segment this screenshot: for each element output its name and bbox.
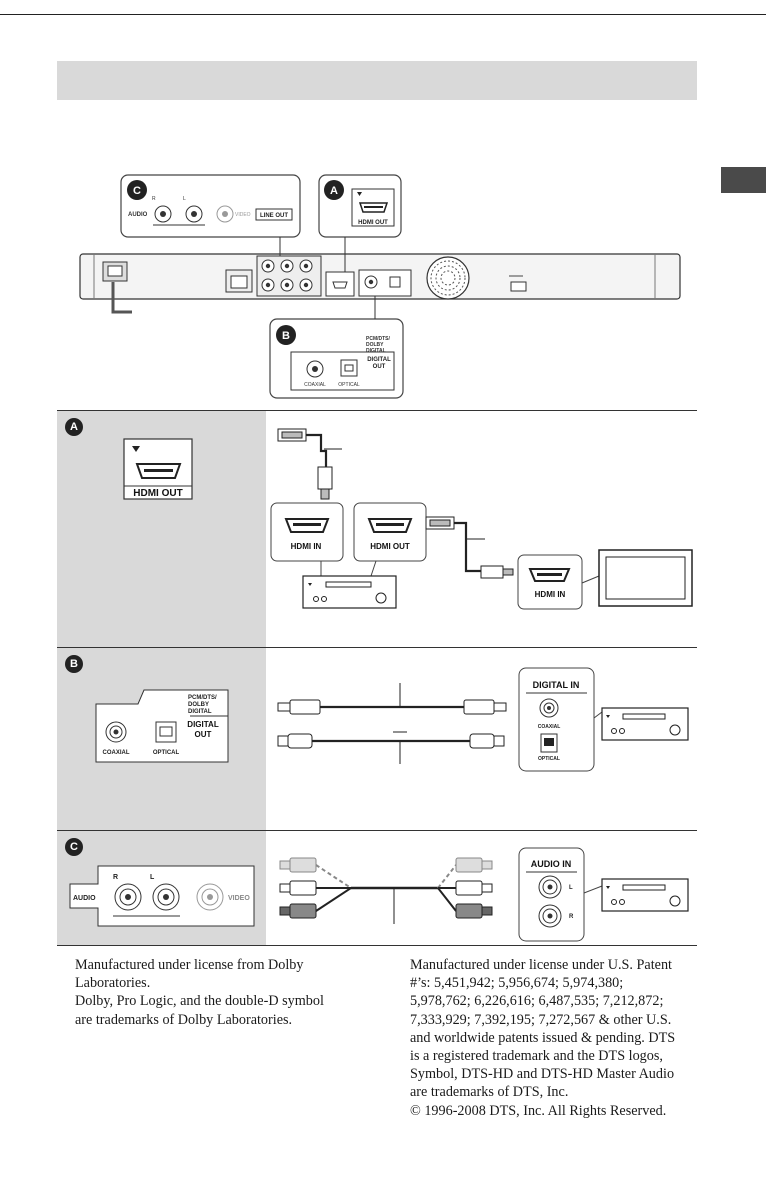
section-b-optical: OPTICAL	[153, 750, 180, 756]
av-receiver-b	[601, 707, 689, 741]
callout-b-out: OUT	[373, 364, 386, 370]
callout-c-r: R	[152, 196, 156, 202]
callout-b-optical: OPTICAL	[338, 382, 360, 388]
section-b-coaxial: COAXIAL	[103, 750, 130, 756]
callout-hdmi-out: A HDMI OUT	[318, 174, 402, 272]
dts-line: and worldwide patents issued & pending. …	[410, 1029, 676, 1046]
hdmi-cable-player-receiver	[277, 428, 342, 500]
dts-line: 5,978,762; 6,226,616; 6,487,535; 7,212,8…	[410, 993, 664, 1010]
section-b-rule	[57, 647, 697, 648]
dts-line: © 1996-2008 DTS, Inc. All Rights Reserve…	[410, 1102, 667, 1119]
audio-cable-left-plugs	[279, 857, 317, 919]
callout-c-video: VIDEO	[235, 212, 251, 218]
section-b-digital: DIGITAL	[187, 720, 219, 729]
av-receiver-c	[601, 878, 689, 912]
section-c-bottom-rule	[57, 945, 697, 946]
digital-in-label: DIGITAL IN	[533, 680, 580, 690]
audio-in-l: L	[569, 885, 573, 891]
header-bar	[57, 61, 697, 100]
callout-a-hdmi-out: HDMI OUT	[358, 220, 388, 226]
audio-in-panel: AUDIO IN L R	[518, 847, 585, 942]
dolby-line: Laboratories.	[75, 975, 151, 992]
audio-in-r: R	[569, 914, 574, 920]
tv-hdmi-in-label: HDMI IN	[535, 590, 566, 599]
callout-c-line-out: LINE OUT	[260, 213, 288, 219]
dts-line: Manufactured under license under U.S. Pa…	[410, 957, 672, 973]
receiver-hdmi-out-box: HDMI OUT	[353, 502, 427, 562]
dts-line: Symbol, DTS-HD and DTS-HD Master Audio	[410, 1066, 675, 1083]
dolby-line: are trademarks of Dolby Laboratories.	[75, 1011, 293, 1028]
section-b-out: OUT	[195, 730, 212, 739]
tv-hdmi-in-box: HDMI IN	[517, 554, 583, 610]
section-a-hdmi-out-panel: HDMI OUT	[123, 438, 193, 500]
digital-in-coaxial: COAXIAL	[538, 724, 561, 730]
dts-line: is a registered trademark and the DTS lo…	[410, 1048, 663, 1065]
callout-b-format-2: DOLBY	[366, 342, 384, 348]
section-c-line-out-panel: AUDIO R L VIDEO	[69, 865, 255, 927]
dts-notice: Manufactured under license under U.S. Pa…	[410, 956, 675, 1120]
dolby-notice: Manufactured under license from Dolby La…	[75, 956, 324, 1029]
section-c-letter: C	[65, 838, 83, 856]
callout-c-letter: C	[133, 185, 141, 197]
section-c-rule	[57, 830, 697, 831]
section-a-rule	[57, 410, 697, 411]
dts-line: 7,333,929; 7,392,195; 7,272,567 & other …	[410, 1011, 672, 1028]
optical-cable	[277, 731, 505, 764]
section-a-connection-diagram: HDMI IN HDMI OUT HDMI IN	[270, 428, 693, 610]
callout-a-letter: A	[330, 185, 338, 197]
callout-b-format-3: DIGITAL	[366, 348, 386, 354]
callout-digital-out: B PCM/DTS/ DOLBY DIGITAL COAXIAL OPTICAL…	[269, 296, 404, 399]
callout-b-coaxial: COAXIAL	[304, 382, 326, 388]
digital-in-optical: OPTICAL	[538, 756, 560, 762]
receiver-hdmi-in-label: HDMI IN	[291, 542, 322, 551]
section-a-letter: A	[65, 418, 83, 436]
callout-c-l: L	[183, 196, 186, 202]
section-c-l: L	[150, 874, 155, 881]
dolby-line: Dolby, Pro Logic, and the double-D symbo…	[75, 993, 324, 1010]
section-a-hdmi-out-label: HDMI OUT	[133, 488, 182, 499]
callout-c-badge	[127, 180, 147, 200]
section-c-video: VIDEO	[228, 895, 250, 902]
coaxial-cable	[277, 683, 507, 715]
callout-b-badge	[276, 325, 296, 345]
callout-b-letter: B	[282, 330, 290, 342]
callout-c-audio: AUDIO	[128, 212, 148, 218]
dts-line: are trademarks of DTS, Inc.	[410, 1084, 569, 1101]
section-c-connection-diagram: AUDIO IN L R	[279, 847, 689, 942]
dolby-line: Manufactured under license from Dolby	[75, 957, 304, 973]
section-c-r: R	[113, 874, 118, 881]
receiver-hdmi-out-label: HDMI OUT	[370, 542, 410, 551]
callout-line-out: C AUDIO R L VIDEO LINE OUT	[120, 174, 301, 256]
callout-b-digital: DIGITAL	[367, 357, 391, 363]
audio-cable-right-plugs	[455, 857, 493, 919]
television	[598, 549, 693, 607]
section-b-digital-out-panel: PCM/DTS/ DOLBY DIGITAL COAXIAL OPTICAL D…	[95, 689, 229, 763]
chapter-side-tab	[721, 167, 766, 193]
section-b-format-3: DIGITAL	[188, 709, 212, 715]
digital-in-panel: DIGITAL IN COAXIAL OPTICAL	[518, 667, 595, 772]
section-b-format-1: PCM/DTS/	[188, 695, 217, 701]
av-receiver	[302, 575, 397, 609]
audio-in-label: AUDIO IN	[531, 859, 572, 869]
rear-panel-diagram: C AUDIO R L VIDEO LINE OUT A HDMI OUT B …	[79, 174, 681, 399]
hdmi-cable-receiver-tv	[425, 516, 514, 579]
callout-b-format-1: PCM/DTS/	[366, 336, 391, 342]
dts-line: #’s: 5,451,942; 5,956,674; 5,974,380;	[410, 975, 624, 992]
receiver-hdmi-in-box: HDMI IN	[270, 502, 344, 562]
top-rule	[0, 14, 766, 15]
player-body	[79, 253, 681, 314]
callout-a-badge	[324, 180, 344, 200]
section-c-audio: AUDIO	[73, 895, 96, 902]
section-b-format-2: DOLBY	[188, 702, 209, 708]
section-b-connection-diagram: DIGITAL IN COAXIAL OPTICAL	[277, 667, 689, 772]
section-b-letter: B	[65, 655, 83, 673]
